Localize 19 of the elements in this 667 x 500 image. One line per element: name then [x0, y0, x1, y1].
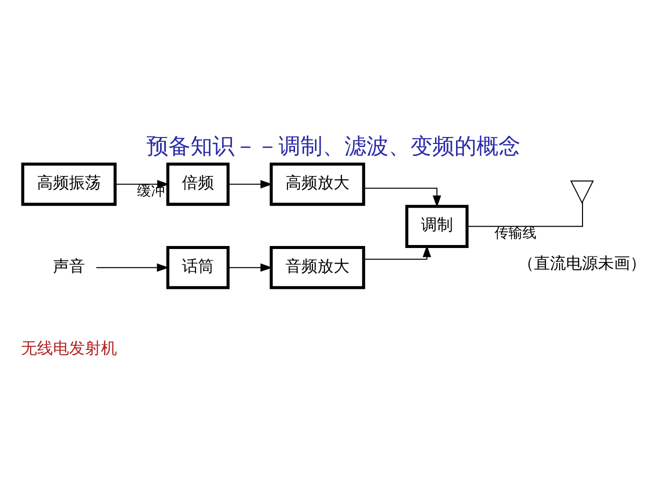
node-box: 高频放大 — [270, 162, 366, 206]
arrow — [228, 263, 273, 272]
label: （直流电源未画） — [518, 253, 646, 272]
arrow — [115, 180, 170, 188]
node-box: 话筒 — [166, 246, 230, 290]
node-text: 声音 — [52, 256, 85, 276]
arrow — [228, 180, 273, 188]
connector — [467, 202, 584, 227]
node-box: 调制 — [405, 204, 469, 248]
edge-label: 传输线 — [494, 226, 536, 242]
node-box: 音频放大 — [270, 246, 366, 290]
arrow — [96, 263, 169, 272]
arrow — [364, 188, 442, 208]
node-box: 倍频 — [166, 162, 230, 206]
node-antenna — [570, 180, 594, 204]
arrow — [364, 245, 432, 260]
node-box: 高频振荡 — [21, 162, 117, 206]
caption: 无线电发射机 — [20, 338, 117, 358]
diagram-title: 预备知识－－调制、滤波、变频的概念 — [146, 134, 520, 160]
